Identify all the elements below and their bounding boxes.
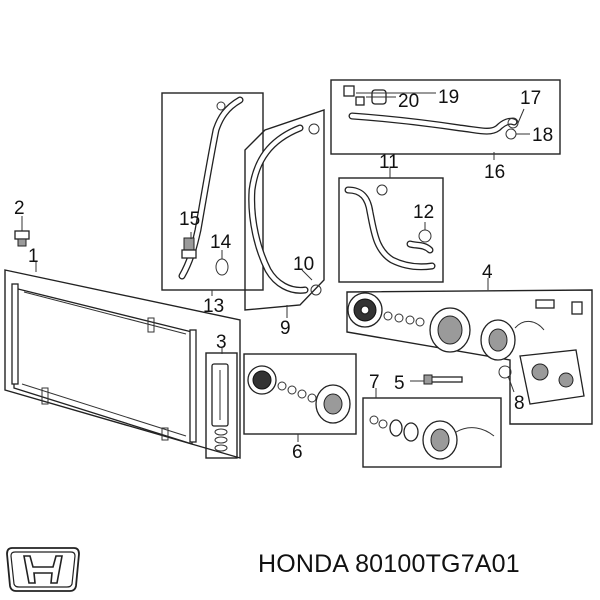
callout-13: 13 [203,296,224,317]
callout-4: 4 [482,262,493,283]
callout-16: 16 [484,162,505,183]
part-number-label: 80100TG7A01 [355,550,520,578]
callout-1: 1 [28,246,39,267]
group-9-hose-assembly [244,109,325,311]
callout-19: 19 [438,87,459,108]
callout-9: 9 [280,318,291,339]
callout-11: 11 [379,152,399,173]
group-4-compressor-assembly [346,289,593,425]
callout-12: 12 [413,202,434,223]
brand-label: HONDA [258,550,348,578]
callout-3: 3 [216,332,227,353]
group-1-condenser [4,269,241,459]
callout-6: 6 [292,442,303,463]
callout-18: 18 [532,125,553,146]
callout-8: 8 [514,393,525,414]
callout-7: 7 [369,372,380,393]
group-3-desiccant-set [205,352,238,459]
callout-20: 20 [398,91,419,112]
callout-10: 10 [293,254,314,275]
group-7-clutch-assembly [362,397,502,468]
callout-5: 5 [394,373,405,394]
group-13-pipe-assembly [161,92,264,291]
part-5-bolt [423,374,463,385]
honda-h-logo-icon [6,547,80,592]
callout-14: 14 [210,232,232,253]
part-caption: HONDA 80100TG7A01 [258,550,598,590]
group-16-pipe-assembly [330,79,561,155]
callout-15: 15 [179,209,200,230]
group-6-clutch-assembly [243,353,357,435]
callout-17: 17 [520,88,541,109]
group-11-pipe-assembly [338,177,444,283]
callout-2: 2 [14,198,25,219]
part-2-bolt [14,216,30,247]
